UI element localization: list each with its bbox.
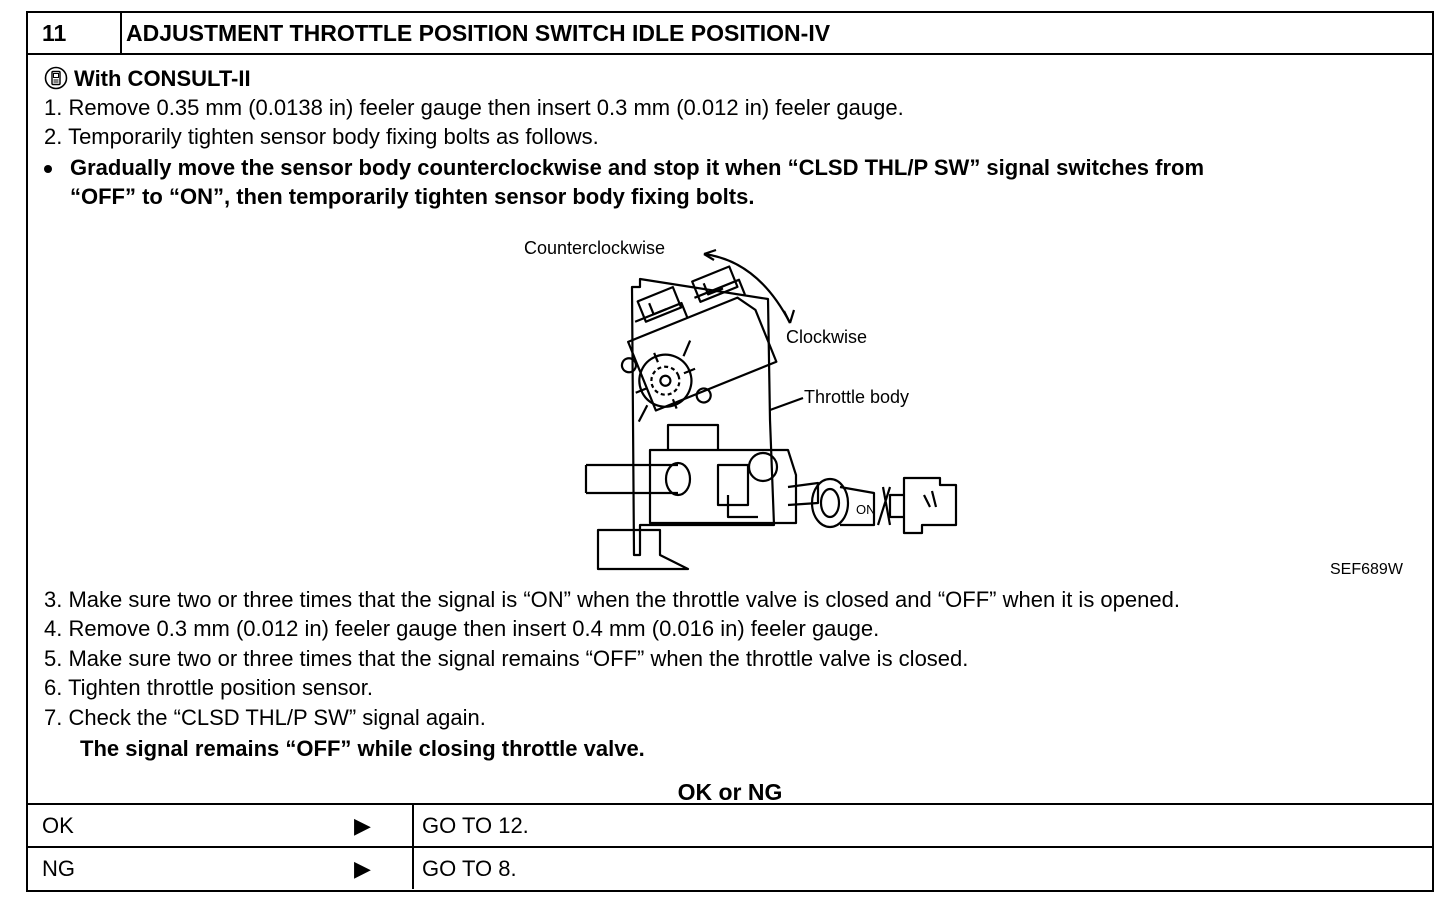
consult-heading: With CONSULT-II	[44, 66, 251, 92]
step-5: 5. Make sure two or three times that the…	[44, 646, 969, 671]
throttle-sensor-diagram: ON	[584, 248, 958, 571]
step-4: 4. Remove 0.3 mm (0.012 in) feeler gauge…	[44, 616, 880, 641]
result-row-ok: OK ▶ GO TO 12.	[28, 803, 1432, 846]
row-value: GO TO 8.	[422, 856, 517, 881]
result-note: The signal remains “OFF” while closing t…	[80, 736, 645, 761]
step-6: 6. Tighten throttle position sensor.	[44, 675, 373, 700]
key-on-text: ON	[856, 502, 876, 517]
ok-or-ng-prompt: OK or NG	[677, 779, 783, 805]
step-3: 3. Make sure two or three times that the…	[44, 587, 1180, 612]
consult-label: With CONSULT-II	[74, 66, 251, 91]
step-header: 11 ADJUSTMENT THROTTLE POSITION SWITCH I…	[28, 13, 1432, 55]
consult-tool-icon	[44, 66, 68, 90]
bullet-line-2: “OFF” to “ON”, then temporarily tighten …	[70, 184, 755, 209]
row-value: GO TO 12.	[422, 813, 529, 838]
row-key: OK	[42, 813, 74, 838]
step-body: With CONSULT-II 1. Remove 0.35 mm (0.013…	[28, 55, 1432, 805]
label-counterclockwise: Counterclockwise	[524, 238, 666, 258]
figure-code: SEF689W	[1330, 561, 1403, 578]
label-throttle-body: Throttle body	[804, 387, 910, 407]
step-7: 7. Check the “CLSD THL/P SW” signal agai…	[44, 705, 486, 730]
step-number: 11	[28, 13, 122, 53]
step-title: ADJUSTMENT THROTTLE POSITION SWITCH IDLE…	[126, 20, 831, 46]
step-2: 2. Temporarily tighten sensor body fixin…	[44, 124, 599, 149]
result-row-ng: NG ▶ GO TO 8.	[28, 846, 1432, 889]
arrow-right-icon: ▶	[354, 813, 371, 838]
procedure-table: 11 ADJUSTMENT THROTTLE POSITION SWITCH I…	[26, 11, 1434, 892]
bullet-line-1: Gradually move the sensor body countercl…	[70, 155, 1205, 180]
arrow-right-icon: ▶	[354, 856, 371, 881]
label-clockwise: Clockwise	[786, 327, 868, 347]
step-1: 1. Remove 0.35 mm (0.0138 in) feeler gau…	[44, 95, 904, 120]
row-key: NG	[42, 856, 75, 881]
